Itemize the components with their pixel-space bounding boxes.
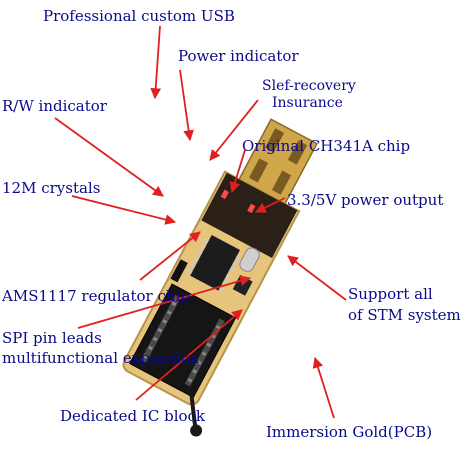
arrow-ic-block <box>135 309 243 401</box>
arrow-spi <box>77 275 252 329</box>
arrow-power-indicator <box>179 69 194 142</box>
jumper-header <box>170 259 188 283</box>
rw-led <box>247 203 256 214</box>
label-support-line1: Support all <box>348 285 433 303</box>
label-power-output: 3.3/5V power output <box>287 191 444 209</box>
label-support-line2: of STM system <box>348 306 461 324</box>
arrow-professional-usb <box>150 25 162 100</box>
arrow-rw-indicator <box>54 117 164 197</box>
label-regulator: AMS1117 regulator chip <box>2 287 190 305</box>
power-led <box>220 189 229 200</box>
label-self-recovery-line2: Insurance <box>272 95 343 111</box>
zif-socket <box>129 283 237 399</box>
label-original-chip: Original CH341A chip <box>242 137 411 155</box>
arrow-self-recovery <box>209 99 259 161</box>
arrow-crystals <box>71 195 177 225</box>
label-power-indicator: Power indicator <box>178 47 299 65</box>
arrow-power-output <box>255 197 286 213</box>
label-crystals: 12M crystals <box>2 179 101 197</box>
arrow-original-chip <box>229 149 246 194</box>
label-ic-block: Dedicated IC block <box>60 407 206 425</box>
label-rw-indicator: R/W indicator <box>2 97 107 115</box>
label-immersion-gold: Immersion Gold(PCB) <box>266 423 433 441</box>
zif-lever <box>189 394 198 430</box>
crystal-oscillator <box>239 247 260 272</box>
label-self-recovery-line1: Slef-recovery <box>262 78 356 94</box>
arrow-support-stm <box>287 255 347 301</box>
callout-arrows <box>54 25 347 419</box>
ch341a-chip <box>190 234 241 291</box>
usb-connector <box>238 118 318 205</box>
label-spi-line1: SPI pin leads <box>2 329 102 347</box>
label-spi-line2: multifunctional expansion <box>2 349 200 367</box>
arrow-immersion-gold <box>312 356 335 419</box>
programmer-board <box>122 118 318 437</box>
arrow-regulator <box>139 231 201 281</box>
label-professional-usb: Professional custom USB <box>43 7 235 25</box>
